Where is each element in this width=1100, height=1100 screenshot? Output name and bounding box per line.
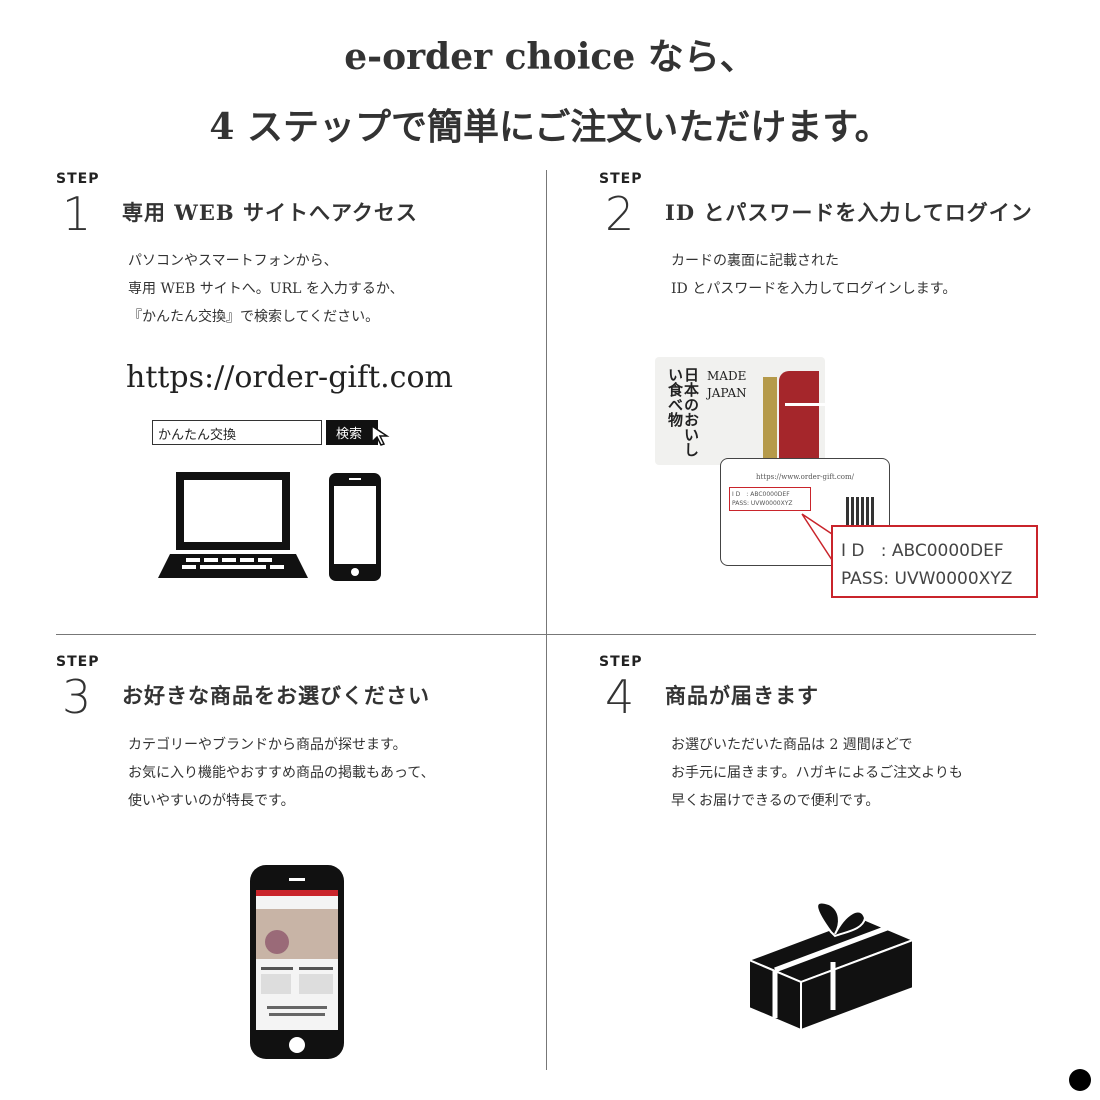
- headline-line2: 4 ステップで簡単にご注文いただけます。: [209, 106, 891, 148]
- carousel-dot-indicator[interactable]: [1069, 1069, 1091, 1091]
- step-body-line: 『かんたん交換』で検索してください。: [128, 309, 380, 325]
- site-url: https://order-gift.com: [126, 360, 453, 395]
- step-label: STEP: [56, 654, 100, 670]
- qr-code: [846, 497, 876, 527]
- vertical-divider: [546, 170, 547, 1070]
- gift-box-icon: [746, 901, 916, 1032]
- search-button[interactable]: 検索: [326, 420, 378, 445]
- card-logo-made: MADE: [707, 369, 747, 383]
- horizontal-divider: [56, 634, 1036, 635]
- step-number: 3: [62, 670, 92, 724]
- callout-pass-label: PASS:: [841, 569, 890, 589]
- callout-id-label: I D: [841, 541, 865, 561]
- step-number: 1: [62, 187, 92, 241]
- step-body-line: お手元に届きます。ハガキによるご注文よりも: [671, 765, 963, 781]
- card-id: I D : ABC0000DEF: [732, 491, 790, 498]
- search-input[interactable]: かんたん交換: [152, 420, 322, 445]
- smartphone-screenshot: [250, 865, 344, 1059]
- card-url: https://www.order-gift.com/: [755, 473, 855, 481]
- step-label: STEP: [599, 654, 643, 670]
- login-callout: I D : ABC0000DEF PASS: UVW0000XYZ: [831, 525, 1038, 598]
- step-title: 商品が届きます: [665, 683, 819, 708]
- step-body-line: 早くお届けできるので便利です。: [671, 793, 880, 809]
- step-title: お好きな商品をお選びください: [122, 683, 430, 708]
- step-title: 専用 WEB サイトへアクセス: [122, 200, 418, 225]
- laptop-icon: [158, 472, 308, 578]
- card-logo-japan: JAPAN: [707, 386, 747, 400]
- step-number: 2: [605, 187, 635, 241]
- headline-line1: e-order choice なら、: [344, 36, 756, 78]
- callout-id-value: : ABC0000DEF: [880, 541, 1004, 561]
- step-label: STEP: [56, 171, 100, 187]
- callout-pass-value: UVW0000XYZ: [894, 569, 1013, 589]
- step-number: 4: [605, 670, 635, 724]
- step-body-line: お気に入り機能やおすすめ商品の掲載もあって、: [128, 765, 435, 781]
- smartphone-icon: [329, 473, 381, 581]
- step-body-line: ID とパスワードを入力してログインします。: [671, 281, 957, 297]
- step-body-line: お選びいただいた商品は 2 週間ほどで: [671, 737, 913, 753]
- card-vertical-text: 日本のおいしい食べ物: [666, 367, 700, 457]
- gift-card-back: https://www.order-gift.com/ I D : ABC000…: [720, 458, 890, 566]
- step-label: STEP: [599, 171, 643, 187]
- card-pass: PASS: UVW0000XYZ: [732, 500, 793, 507]
- step-body-line: カテゴリーやブランドから商品が探せます。: [128, 737, 407, 753]
- step-title: ID とパスワードを入力してログイン: [665, 200, 1033, 225]
- step-body-line: 専用 WEB サイトへ。URL を入力するか、: [128, 281, 404, 297]
- step-body-line: カードの裏面に記載された: [671, 253, 839, 269]
- step-body-line: 使いやすいのが特長です。: [128, 793, 295, 809]
- gift-card-front: 日本のおいしい食べ物 MADE JAPAN: [655, 357, 825, 465]
- cursor-icon: [371, 424, 390, 446]
- step-body-line: パソコンやスマートフォンから、: [128, 253, 338, 269]
